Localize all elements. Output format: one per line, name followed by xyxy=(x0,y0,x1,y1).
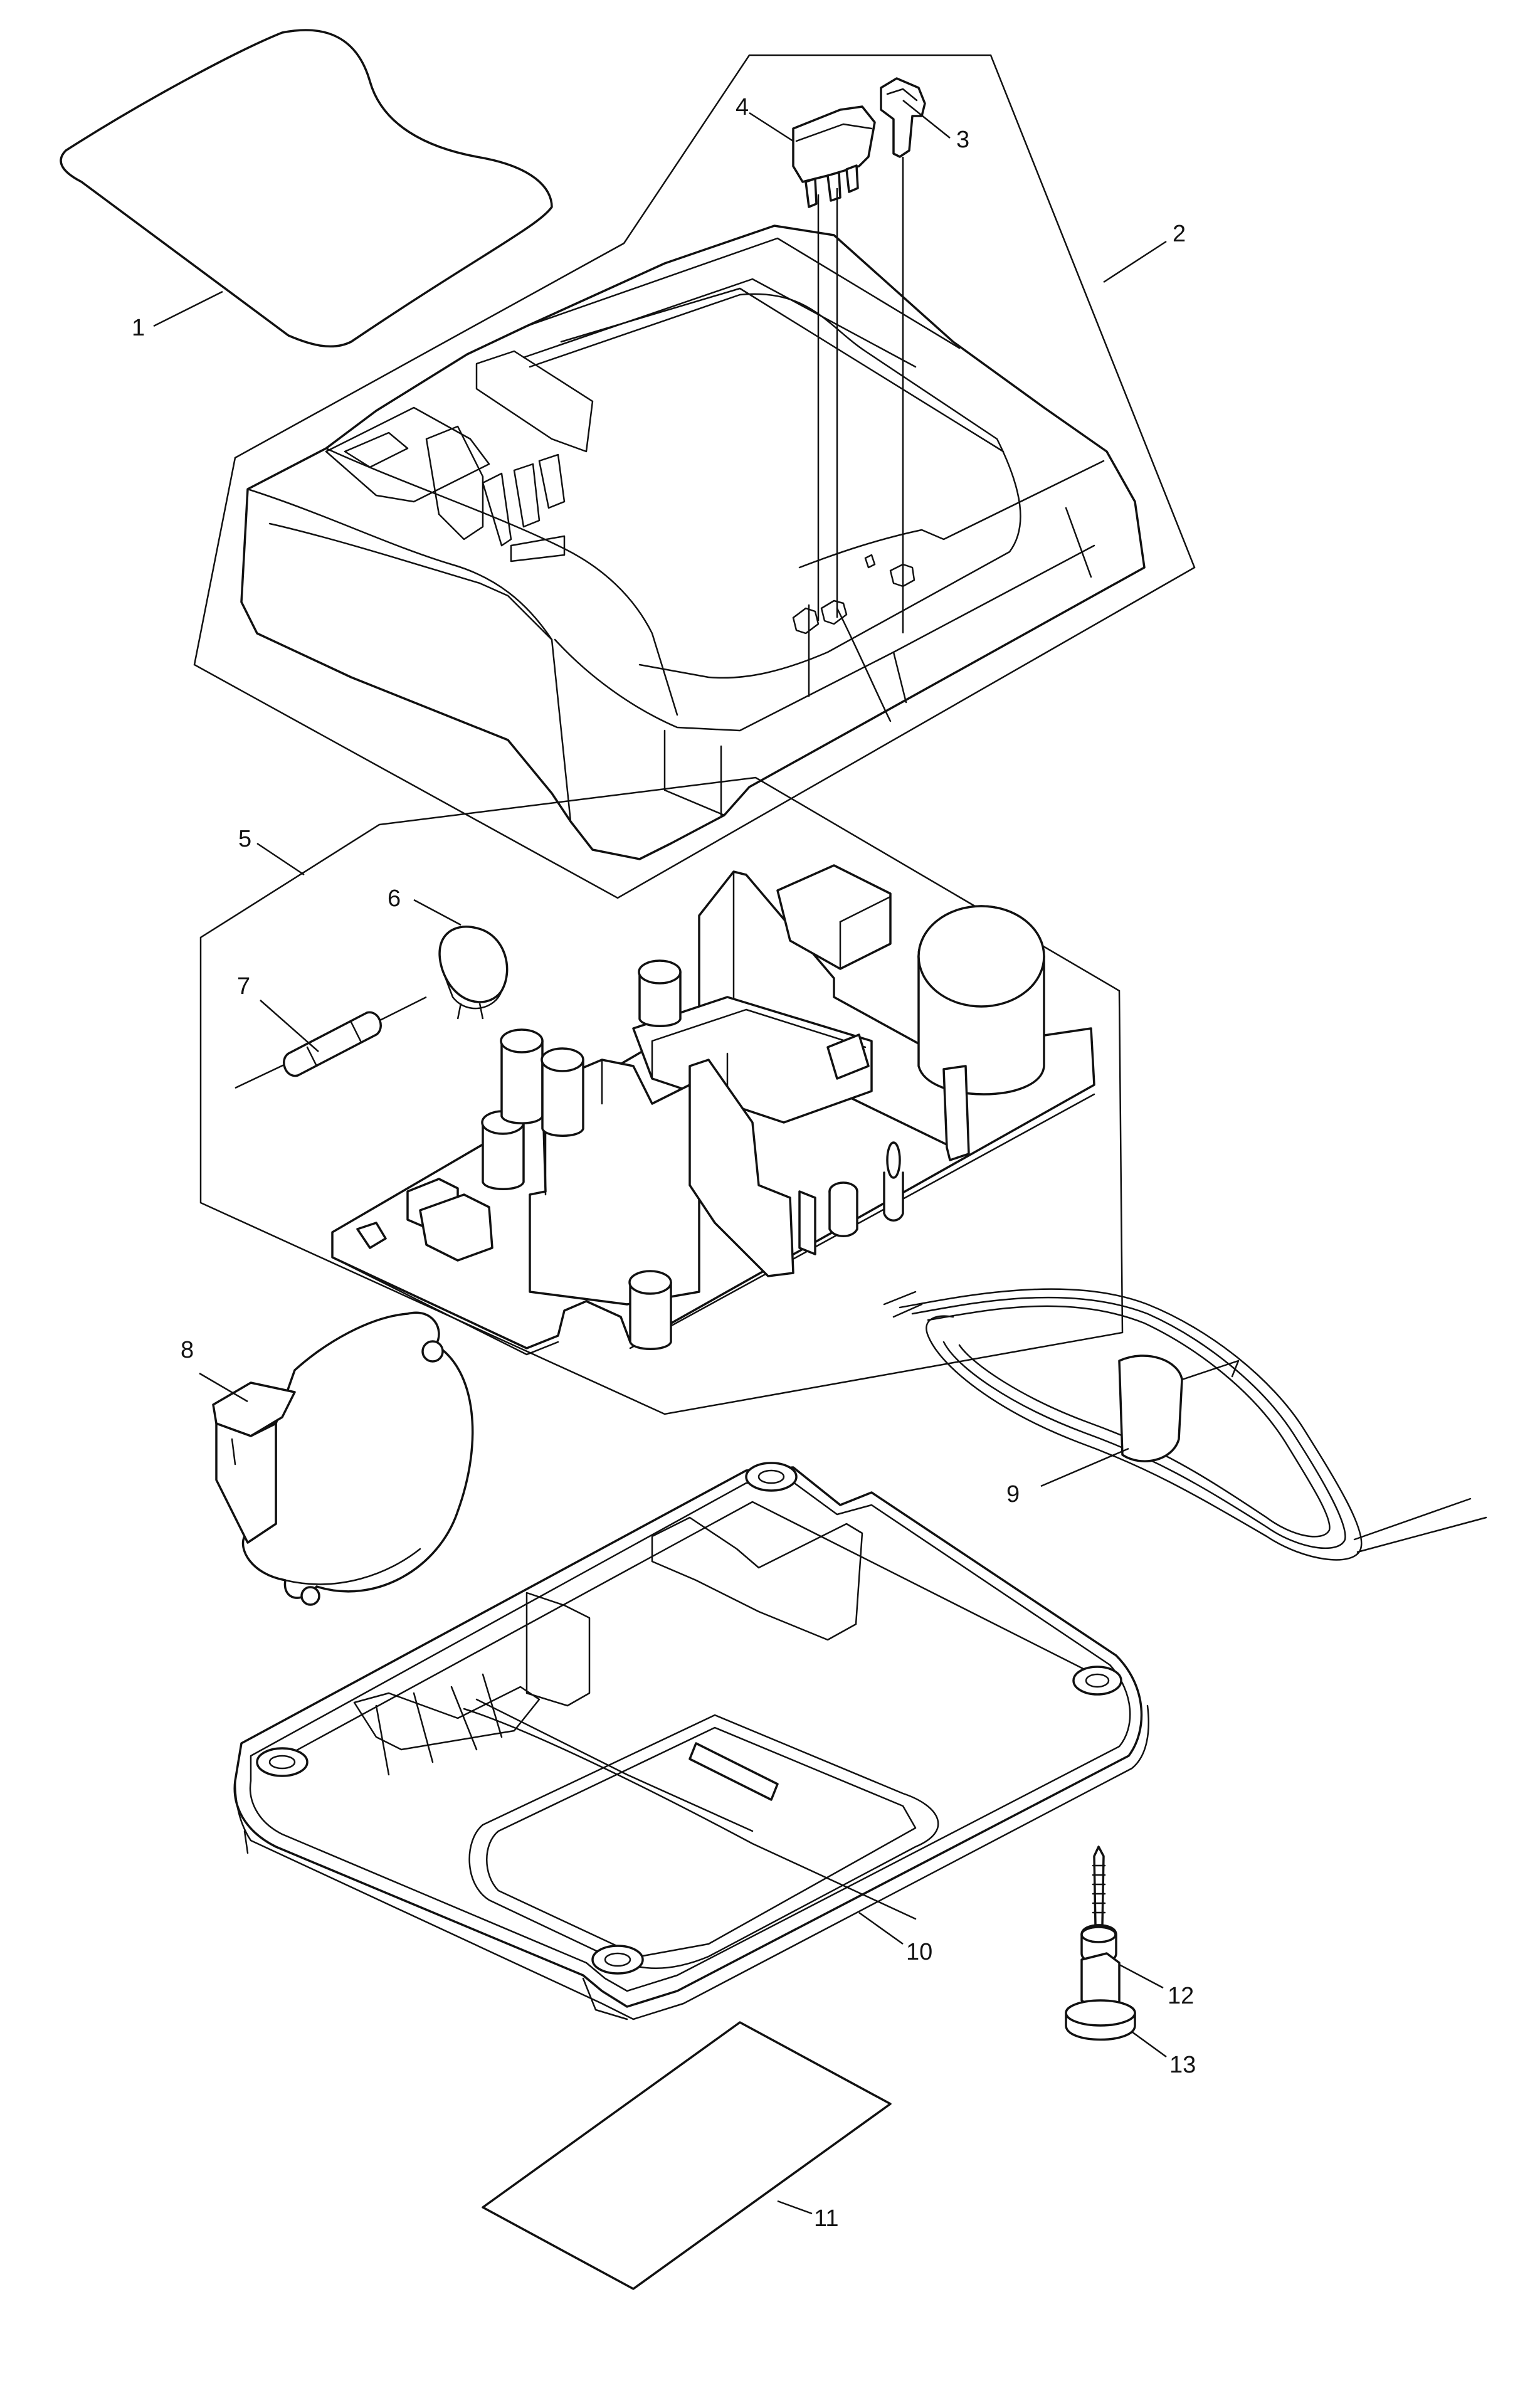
callout-12: 12 xyxy=(1168,1983,1194,2009)
part-9-cable xyxy=(883,1288,1487,1561)
part-1-label-sheet xyxy=(60,29,553,348)
part-4-light-guide xyxy=(749,105,876,621)
callout-3: 3 xyxy=(956,127,969,153)
leader-2 xyxy=(1103,240,1167,283)
callout-7: 7 xyxy=(237,973,250,1000)
callout-5: 5 xyxy=(238,826,251,852)
part-5-group-outline xyxy=(199,776,1124,1415)
part-7-fuse xyxy=(235,996,427,1089)
part-5-pcb-assembly xyxy=(331,864,1095,1356)
callout-1: 1 xyxy=(132,315,145,341)
part-2-upper-housing xyxy=(240,224,1146,860)
callout-10: 10 xyxy=(906,1939,932,1965)
part-10-lower-housing xyxy=(233,1462,1149,2020)
leader-5 xyxy=(256,842,305,876)
callout-11: 11 xyxy=(814,2205,838,2232)
callout-4: 4 xyxy=(736,94,749,120)
callout-6: 6 xyxy=(388,885,401,912)
part-11-bottom-label xyxy=(482,2021,892,2290)
part-3-knob xyxy=(880,77,951,633)
part-6-capacitor xyxy=(413,899,509,1020)
callout-labels: 1 2 3 4 5 6 7 8 9 10 11 12 13 xyxy=(132,94,1196,2232)
leader-1 xyxy=(153,290,223,327)
part-2-group-outline xyxy=(193,54,1196,899)
callout-9: 9 xyxy=(1006,1481,1020,1508)
callout-2: 2 xyxy=(1173,221,1186,247)
callout-8: 8 xyxy=(181,1337,194,1363)
part-13-foot xyxy=(1065,1952,1167,2058)
callout-13: 13 xyxy=(1169,2052,1196,2078)
part-8-fan xyxy=(199,1311,474,1606)
